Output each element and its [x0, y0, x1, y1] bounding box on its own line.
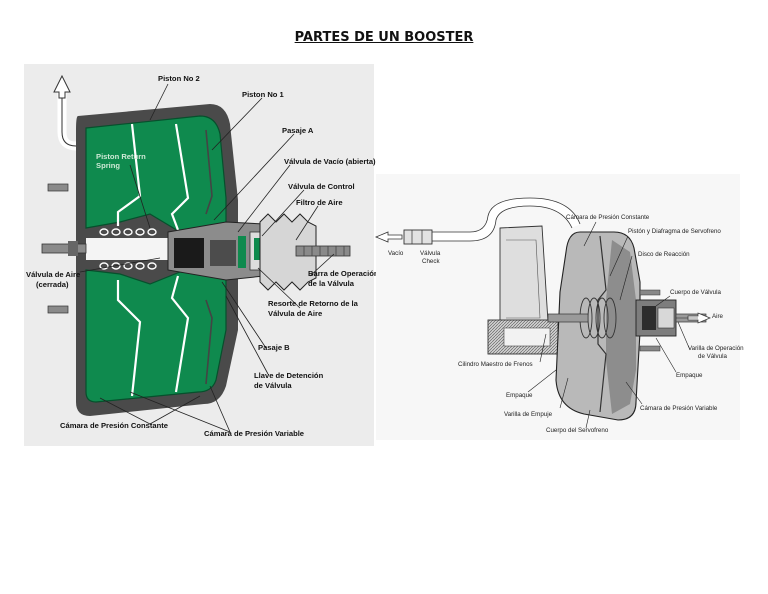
left-cutaway: Piston No 2 Piston No 1 Pasaje A Válvula… — [24, 64, 379, 446]
label-varilla-op-1: Varilla de Operación — [688, 345, 744, 352]
label-valvula-aire-2: (cerrada) — [36, 280, 69, 289]
label-varilla-op-2: de Válvula — [698, 353, 727, 360]
label-empaque-right: Empaque — [676, 372, 703, 379]
right-leader-lines — [527, 221, 698, 429]
label-piston-no1: Piston No 1 — [242, 90, 285, 99]
label-filtro-aire: Filtro de Aire — [296, 198, 343, 207]
left-rubber-boot — [259, 213, 317, 291]
label-llave-2: de Válvula — [254, 381, 292, 390]
label-valvula-vacio: Válvula de Vacío (abierta) — [284, 157, 376, 166]
label-disco-reaccion: Disco de Reacción — [638, 251, 690, 258]
label-piston-return-2: Spring — [96, 161, 120, 170]
label-piston-no2: Piston No 2 — [158, 74, 200, 83]
label-resorte-2: Válvula de Aire — [268, 309, 322, 318]
label-aire: Aire — [712, 313, 724, 320]
check-valve — [403, 229, 433, 245]
right-cutaway: Cámara de Presión Constante Pistón y Dia… — [374, 174, 744, 440]
master-cylinder — [499, 225, 549, 323]
label-barra-1: Barra de Operación — [308, 269, 379, 278]
piston-return-spring — [99, 228, 157, 270]
label-barra-2: de la Válvula — [308, 279, 355, 288]
left-leader-lines — [79, 83, 335, 433]
outlet-arrow-icon — [53, 74, 71, 99]
label-vacio: Vacío — [388, 250, 404, 257]
upper-green-chamber — [85, 115, 227, 233]
label-valvula-check-2: Check — [422, 258, 440, 265]
label-empaque-left: Empaque — [506, 392, 533, 399]
page-title: PARTES DE UN BOOSTER — [294, 30, 474, 45]
left-front-stud — [41, 243, 87, 254]
label-piston-return-1: Piston Return — [96, 152, 146, 161]
label-varilla-empuje: Varilla de Empuje — [504, 411, 553, 418]
left-operating-rod — [295, 245, 351, 257]
label-piston-diafragma: Pistón y Diafragma de Servofreno — [628, 228, 721, 235]
label-pasaje-b: Pasaje B — [258, 343, 290, 352]
label-camara-constante-left: Cámara de Presión Constante — [60, 421, 168, 430]
label-camara-constante-right: Cámara de Presión Constante — [566, 214, 650, 221]
lower-green-chamber — [85, 269, 227, 403]
push-rod — [547, 313, 589, 323]
vacuum-hose — [432, 197, 581, 241]
label-valvula-control: Válvula de Control — [288, 182, 355, 191]
vacuum-arrow-icon — [374, 231, 403, 243]
label-cuerpo-servofreno: Cuerpo del Servofreno — [546, 427, 609, 434]
label-cuerpo-valvula: Cuerpo de Válvula — [670, 289, 721, 296]
label-resorte-1: Resorte de Retorno de la — [268, 299, 359, 308]
right-background — [376, 174, 740, 440]
label-cilindro-maestro: Cilindro Maestro de Frenos — [458, 361, 533, 368]
label-pasaje-a: Pasaje A — [282, 126, 314, 135]
label-valvula-aire-1: Válvula de Aire — [26, 270, 80, 279]
label-camara-variable-left: Cámara de Presión Variable — [204, 429, 304, 438]
label-valvula-check-1: Válvula — [420, 250, 441, 257]
label-llave-1: Llave de Detención — [254, 371, 324, 380]
label-camara-variable-right: Cámara de Presión Variable — [640, 405, 718, 412]
